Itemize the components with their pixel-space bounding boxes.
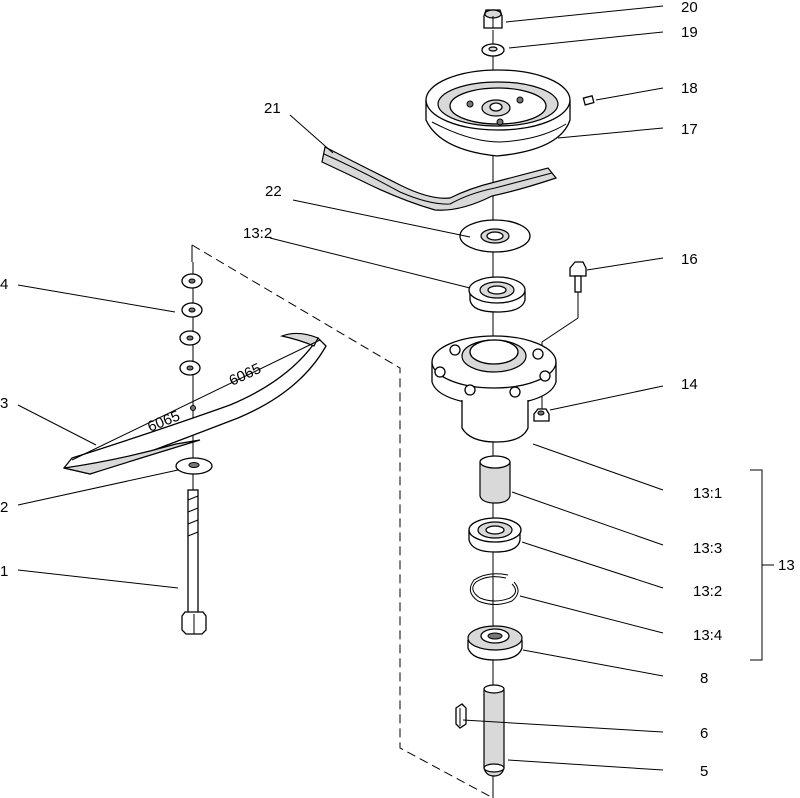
callout-14: 14 xyxy=(681,376,698,393)
mounting-outline xyxy=(191,244,494,798)
bearing-13-2-lower xyxy=(468,517,522,553)
spacer-22 xyxy=(459,219,531,253)
washer-2 xyxy=(175,457,213,475)
callout-16: 16 xyxy=(681,251,698,268)
seal-8 xyxy=(467,625,523,661)
callout-20: 20 xyxy=(681,0,698,16)
callout-2: 2 xyxy=(0,499,8,516)
blade-3: 6065 6065 xyxy=(62,332,327,475)
callout-21: 21 xyxy=(264,100,281,117)
spacer-tube-13-3 xyxy=(479,455,511,504)
callout-13-1: 13:1 xyxy=(693,485,722,502)
callout-13: 13 xyxy=(778,557,795,574)
callout-6: 6 xyxy=(700,725,708,742)
blade-stamp-right: 6065 xyxy=(227,360,264,390)
bearing-13-2-upper xyxy=(468,276,526,313)
key-6 xyxy=(455,703,467,729)
spindle-housing-13-1 xyxy=(431,335,557,443)
callout-13-2-upper: 13:2 xyxy=(243,225,272,242)
callout-13-2-lower: 13:2 xyxy=(693,583,722,600)
callout-22: 22 xyxy=(265,183,282,200)
callout-17: 17 xyxy=(681,121,698,138)
callout-13-3: 13:3 xyxy=(693,540,722,557)
nut-20 xyxy=(483,9,503,29)
callout-4: 4 xyxy=(0,276,8,293)
callout-8: 8 xyxy=(700,670,708,687)
washer-19 xyxy=(481,43,505,57)
callout-13-4: 13:4 xyxy=(693,627,722,644)
setscrew-18 xyxy=(582,95,595,106)
blade-bolt-1 xyxy=(181,489,207,635)
callout-5: 5 xyxy=(700,763,708,780)
callout-19: 19 xyxy=(681,24,698,41)
nut-14 xyxy=(533,408,550,422)
callout-18: 18 xyxy=(681,80,698,97)
pulley-17 xyxy=(425,69,571,157)
callout-3: 3 xyxy=(0,395,8,412)
spindle-shaft-5 xyxy=(483,684,505,777)
callout-1: 1 xyxy=(0,563,8,580)
washers-4 xyxy=(179,273,203,376)
leader-lines xyxy=(17,5,664,771)
belt-21 xyxy=(321,146,558,211)
group-13-bracket xyxy=(750,469,774,661)
snap-ring-13-4 xyxy=(469,573,519,605)
